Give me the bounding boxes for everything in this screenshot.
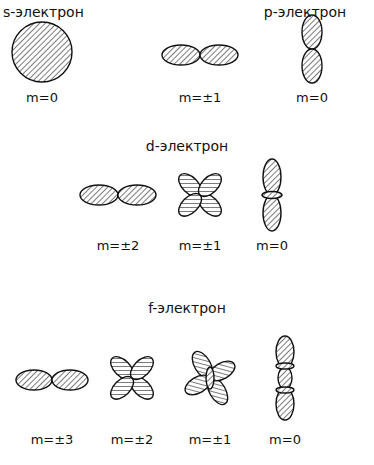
quantum-number: m=0 <box>269 432 301 448</box>
f-orbital-rings <box>276 336 294 420</box>
quantum-number: m=±1 <box>179 90 222 106</box>
quantum-number: m=0 <box>296 90 328 106</box>
orbital-heading: d-электрон <box>146 138 228 154</box>
d-orbital-dumbbell <box>80 185 156 205</box>
p-orbital-horizontal <box>162 45 238 65</box>
quantum-number: m=0 <box>26 90 58 106</box>
quantum-number: m=0 <box>256 238 288 254</box>
p-orbital-vertical <box>302 15 322 83</box>
quantum-number: m=±2 <box>97 238 140 254</box>
quantum-number: m=±3 <box>31 432 74 448</box>
f-orbital-crossed <box>171 338 249 418</box>
f-orbital-clover <box>92 338 171 417</box>
orbital-heading: s-электрон <box>3 4 84 20</box>
quantum-number: m=±1 <box>189 432 232 448</box>
quantum-number: m=±2 <box>111 432 154 448</box>
f-orbital-dumbbell <box>16 370 88 390</box>
orbital-heading: f-электрон <box>148 300 226 316</box>
d-orbital-ring <box>262 159 282 231</box>
s-orbital <box>12 22 72 82</box>
quantum-number: m=±1 <box>179 238 222 254</box>
d-orbital-clover <box>160 155 239 234</box>
orbital-heading: p-электрон <box>264 4 346 20</box>
